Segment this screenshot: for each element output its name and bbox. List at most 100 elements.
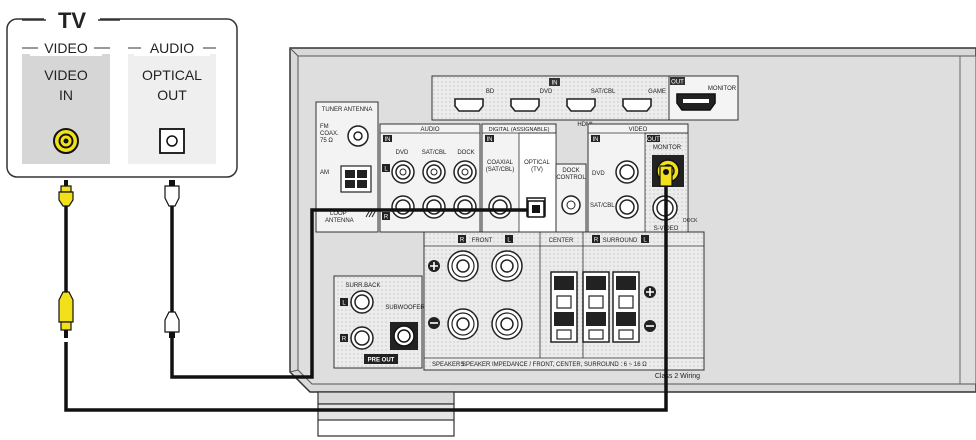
front-l-badge: L	[507, 238, 511, 244]
tv-optical-out-label: OPTICAL	[142, 67, 202, 83]
tv-optical-out-jack[interactable]	[159, 128, 185, 154]
optical-plug-receiver-icon	[527, 200, 545, 218]
dock-control-label: DOCK	[562, 168, 579, 174]
surround-minus-icon	[644, 320, 656, 332]
hdmi-panel: IN OUT BD DVD SAT/CBL GAME MONITOR HDMI	[431, 75, 739, 128]
digital-in-badge: IN	[487, 137, 493, 143]
surround-l-spring-terminal[interactable]	[612, 271, 640, 343]
audio-r-badge: R	[384, 215, 389, 221]
surr-back-r-badge: R	[342, 337, 347, 343]
digital-group-label: DIGITAL (ASSIGNABLE)	[489, 127, 550, 133]
fm-ohm-label: 75 Ω	[320, 138, 333, 144]
surr-back-r-jack[interactable]	[350, 326, 374, 350]
video-panel: VIDEO IN OUT MONITOR DVD SAT/CBL S-VIDEO…	[587, 123, 698, 233]
pre-out-label: PRE OUT	[368, 358, 395, 364]
tv-video-in-jack[interactable]	[53, 128, 79, 154]
loop-antenna-label: LOOP	[330, 211, 347, 217]
video-out-badge: OUT	[647, 137, 660, 143]
surround-r-badge: R	[594, 238, 599, 244]
dock-control-panel: DOCK CONTROL	[555, 163, 587, 233]
fm-coax-label: COAX.	[320, 131, 339, 137]
preout-panel: SURR.BACK SUBWOOFER L R PRE OUT	[333, 275, 425, 369]
center-spring-terminal[interactable]	[550, 271, 578, 343]
front-r-plus-terminal[interactable]	[447, 250, 479, 282]
surround-r-spring-terminal[interactable]	[582, 271, 610, 343]
loop-antenna-label-2: ANTENNA	[325, 218, 354, 224]
coaxial-digital-jack[interactable]	[488, 195, 512, 219]
video-plug-top-icon	[58, 180, 74, 207]
front-minus-icon	[428, 317, 440, 329]
audio-dock-label: DOCK	[457, 150, 474, 156]
optical-plug-top-icon	[164, 180, 180, 207]
hdmi-out-badge: OUT	[671, 80, 684, 86]
audio-l-badge: L	[384, 167, 388, 173]
video-plug-bottom-icon	[58, 291, 74, 338]
tv-video-in-label: VIDEO	[44, 67, 88, 83]
center-label: CENTER	[549, 238, 574, 244]
audio-group-label: AUDIO	[420, 127, 439, 133]
audio-satcbl-label: SAT/CBL	[422, 150, 447, 156]
hdmi-satcbl-label: SAT/CBL	[591, 89, 616, 95]
hdmi-port-monitor[interactable]	[676, 93, 716, 111]
hdmi-game-label: GAME	[648, 89, 666, 95]
video-plug-receiver-icon	[659, 165, 673, 187]
tuner-antenna-panel: TUNER ANTENNA FM COAX. 75 Ω AM LOOP ANTE…	[315, 101, 379, 233]
surround-plus-icon	[644, 286, 656, 298]
hdmi-port-satcbl[interactable]	[566, 98, 596, 112]
dock-control-jack[interactable]	[561, 195, 581, 215]
hdmi-group-label: HDMI	[577, 122, 593, 128]
surr-back-l-jack[interactable]	[350, 290, 374, 314]
front-r-minus-terminal[interactable]	[447, 308, 479, 340]
audio-dock-l-jack[interactable]	[453, 160, 477, 184]
am-antenna-terminal[interactable]	[340, 165, 372, 193]
hdmi-port-game[interactable]	[622, 98, 652, 112]
class2-wiring-label: Class 2 Wiring	[655, 373, 700, 380]
front-r-badge: R	[460, 238, 465, 244]
front-l-plus-terminal[interactable]	[491, 250, 523, 282]
hdmi-dvd-label: DVD	[540, 89, 553, 95]
audio-dvd-l-jack[interactable]	[391, 160, 415, 184]
hdmi-port-bd[interactable]	[454, 98, 484, 112]
subwoofer-label: SUBWOOFER	[385, 305, 425, 311]
audio-dock-r-jack[interactable]	[453, 195, 477, 219]
video-group-label: VIDEO	[629, 127, 648, 133]
dock-control-label-2: CONTROL	[556, 175, 586, 181]
tv-video-group-label: VIDEO	[44, 40, 88, 56]
audio-dvd-label: DVD	[396, 150, 409, 156]
optical-cable	[164, 180, 545, 379]
audio-satcbl-r-jack[interactable]	[422, 195, 446, 219]
hdmi-monitor-label: MONITOR	[708, 86, 737, 92]
audio-satcbl-l-jack[interactable]	[422, 160, 446, 184]
speakers-label: SPEAKERS	[432, 362, 464, 368]
video-satcbl-jack[interactable]	[615, 195, 639, 219]
hdmi-port-dvd[interactable]	[510, 98, 540, 112]
tuner-antenna-label: TUNER ANTENNA	[322, 107, 373, 113]
tv-title: TV	[58, 8, 86, 33]
video-cable	[58, 165, 673, 412]
fm-antenna-jack[interactable]	[347, 125, 369, 147]
surround-label: SURROUND	[603, 238, 638, 244]
optical-sub-label: (TV)	[531, 167, 543, 173]
hdmi-in-badge: IN	[552, 81, 558, 87]
digital-input-panel: DIGITAL (ASSIGNABLE) IN COAXIAL (SAT/CBL…	[481, 123, 557, 233]
front-l-minus-terminal[interactable]	[491, 308, 523, 340]
video-dvd-label: DVD	[592, 171, 605, 177]
audio-dvd-r-jack[interactable]	[391, 195, 415, 219]
coaxial-sub-label: (SAT/CBL)	[486, 167, 515, 173]
impedance-label: SPEAKER IMPEDANCE / FRONT, CENTER, SURRO…	[462, 362, 647, 368]
surr-back-label: SURR.BACK	[345, 283, 380, 289]
video-satcbl-label: SAT/CBL	[590, 203, 615, 209]
fm-label: FM	[320, 124, 329, 130]
optical-plug-bottom-icon	[164, 311, 180, 338]
dock-side-label: DOCK	[683, 218, 698, 224]
video-in-badge: IN	[593, 137, 599, 143]
hdmi-bd-label: BD	[486, 89, 495, 95]
video-dvd-jack[interactable]	[615, 160, 639, 184]
coaxial-label: COAXIAL	[487, 160, 514, 166]
surround-l-badge: L	[643, 238, 647, 244]
tv-optical-out-label-2: OUT	[157, 87, 187, 103]
tv-panel: TV VIDEO AUDIO VIDEO IN OPTICAL OUT	[6, 8, 238, 178]
subwoofer-jack[interactable]	[390, 322, 418, 350]
